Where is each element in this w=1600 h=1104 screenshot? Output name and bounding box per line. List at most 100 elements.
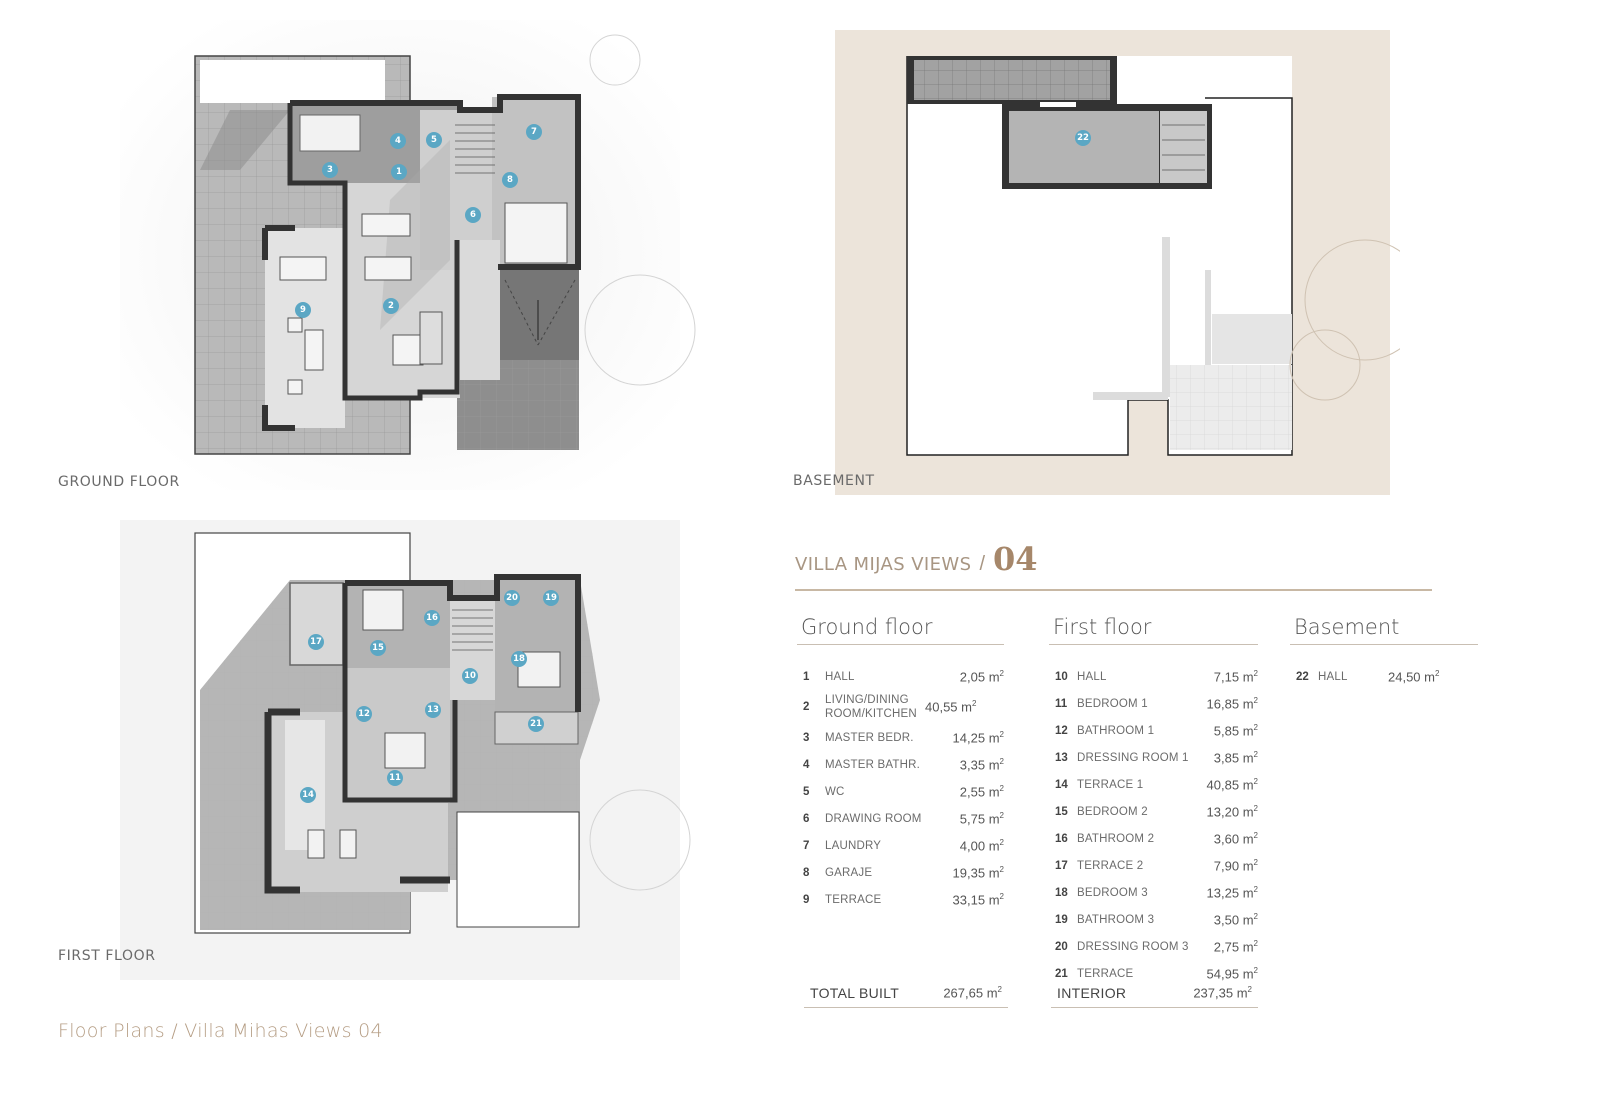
room-marker-21: 21 xyxy=(528,716,544,732)
ground-floor-drawing xyxy=(120,20,696,490)
room-name: MASTER BATHR. xyxy=(825,758,921,771)
footer-title: Floor Plans / Villa Mihas Views 04 xyxy=(58,1020,383,1042)
room-area: 16,85 m2 xyxy=(1206,695,1258,712)
room-marker-9: 9 xyxy=(295,302,311,318)
first-floor-drawing xyxy=(120,520,691,980)
room-area: 3,85 m2 xyxy=(1213,749,1258,766)
total-built-value: 267,65 m2 xyxy=(943,985,1002,1001)
room-number: 19 xyxy=(1055,913,1068,926)
room-number: 20 xyxy=(1055,940,1068,953)
room-name: GARAJE xyxy=(825,866,873,879)
room-marker-16: 16 xyxy=(424,610,440,626)
room-number: 6 xyxy=(803,812,810,825)
room-name: LIVING/DINING ROOM/KITCHEN xyxy=(825,694,917,720)
room-marker-18: 18 xyxy=(511,651,527,667)
room-name: TERRACE 2 xyxy=(1077,859,1144,872)
room-number: 5 xyxy=(803,785,810,798)
room-area: 5,85 m2 xyxy=(1213,722,1258,739)
room-name: HALL xyxy=(1077,670,1107,683)
basement-drawing xyxy=(835,30,1400,495)
room-name: HALL xyxy=(1318,670,1348,683)
room-number: 22 xyxy=(1296,670,1309,683)
room-marker-11: 11 xyxy=(387,770,403,786)
villa-name: VILLA MIJAS VIEWS xyxy=(795,554,972,575)
room-number: 9 xyxy=(803,893,810,906)
room-name: TERRACE xyxy=(1077,967,1134,980)
room-name: BEDROOM 2 xyxy=(1077,805,1148,818)
room-number: 10 xyxy=(1055,670,1068,683)
room-marker-3: 3 xyxy=(322,162,338,178)
room-marker-5: 5 xyxy=(426,132,442,148)
room-name: DRESSING ROOM 3 xyxy=(1077,940,1189,953)
room-area: 40,55 m2 xyxy=(925,699,977,715)
room-area: 14,25 m2 xyxy=(952,729,1004,746)
villa-number: 04 xyxy=(993,540,1038,578)
room-name: BEDROOM 3 xyxy=(1077,886,1148,899)
room-area: 2,55 m2 xyxy=(959,783,1004,800)
room-number: 11 xyxy=(1055,697,1068,710)
table-row: 14 TERRACE 1 40,85 m2 xyxy=(1049,771,1258,798)
room-marker-2: 2 xyxy=(383,298,399,314)
interior-label: INTERIOR xyxy=(1057,985,1127,1001)
room-area: 5,75 m2 xyxy=(959,810,1004,827)
room-marker-8: 8 xyxy=(502,172,518,188)
room-area: 2,75 m2 xyxy=(1213,938,1258,955)
room-area: 3,60 m2 xyxy=(1213,830,1258,847)
first-floor-label: FIRST FLOOR xyxy=(58,948,156,964)
interior-value: 237,35 m2 xyxy=(1193,985,1252,1001)
villa-title: VILLA MIJAS VIEWS / 04 xyxy=(795,540,1038,578)
interior-row: INTERIOR 237,35 m2 xyxy=(1051,985,1258,1008)
table-row: 13 DRESSING ROOM 1 3,85 m2 xyxy=(1049,744,1258,771)
room-number: 15 xyxy=(1055,805,1068,818)
basement-plan xyxy=(820,0,1400,500)
room-marker-14: 14 xyxy=(300,787,316,803)
room-number: 1 xyxy=(803,670,810,683)
room-area: 54,95 m2 xyxy=(1206,965,1258,982)
room-area: 33,15 m2 xyxy=(952,891,1004,908)
room-number: 12 xyxy=(1055,724,1068,737)
table-row: 6 DRAWING ROOM 5,75 m2 xyxy=(797,805,1004,832)
room-number: 21 xyxy=(1055,967,1068,980)
room-number: 13 xyxy=(1055,751,1068,764)
room-name: LAUNDRY xyxy=(825,839,882,852)
room-number: 16 xyxy=(1055,832,1068,845)
room-marker-22: 22 xyxy=(1075,130,1091,146)
room-marker-6: 6 xyxy=(465,207,481,223)
room-name: TERRACE 1 xyxy=(1077,778,1144,791)
room-name: HALL xyxy=(825,670,855,683)
room-marker-7: 7 xyxy=(526,124,542,140)
total-built-row: TOTAL BUILT 267,65 m2 xyxy=(804,985,1008,1008)
room-area: 40,85 m2 xyxy=(1206,776,1258,793)
room-area: 2,05 m2 xyxy=(959,668,1004,685)
room-number: 17 xyxy=(1055,859,1068,872)
ground-floor-plan xyxy=(0,0,700,500)
ground-floor-heading: Ground floor xyxy=(797,615,1004,645)
room-name: DRESSING ROOM 1 xyxy=(1077,751,1189,764)
room-marker-4: 4 xyxy=(390,133,406,149)
room-name: WC xyxy=(825,785,845,798)
ground-floor-label: GROUND FLOOR xyxy=(58,474,180,490)
room-number: 14 xyxy=(1055,778,1068,791)
basement-label: BASEMENT xyxy=(793,473,875,489)
table-row: 1 HALL 2,05 m2 xyxy=(797,663,1004,690)
room-name: BATHROOM 3 xyxy=(1077,913,1155,926)
basement-heading: Basement xyxy=(1290,615,1478,645)
room-name: DRAWING ROOM xyxy=(825,812,922,825)
first-floor-heading: First floor xyxy=(1049,615,1258,645)
room-number: 3 xyxy=(803,731,810,744)
